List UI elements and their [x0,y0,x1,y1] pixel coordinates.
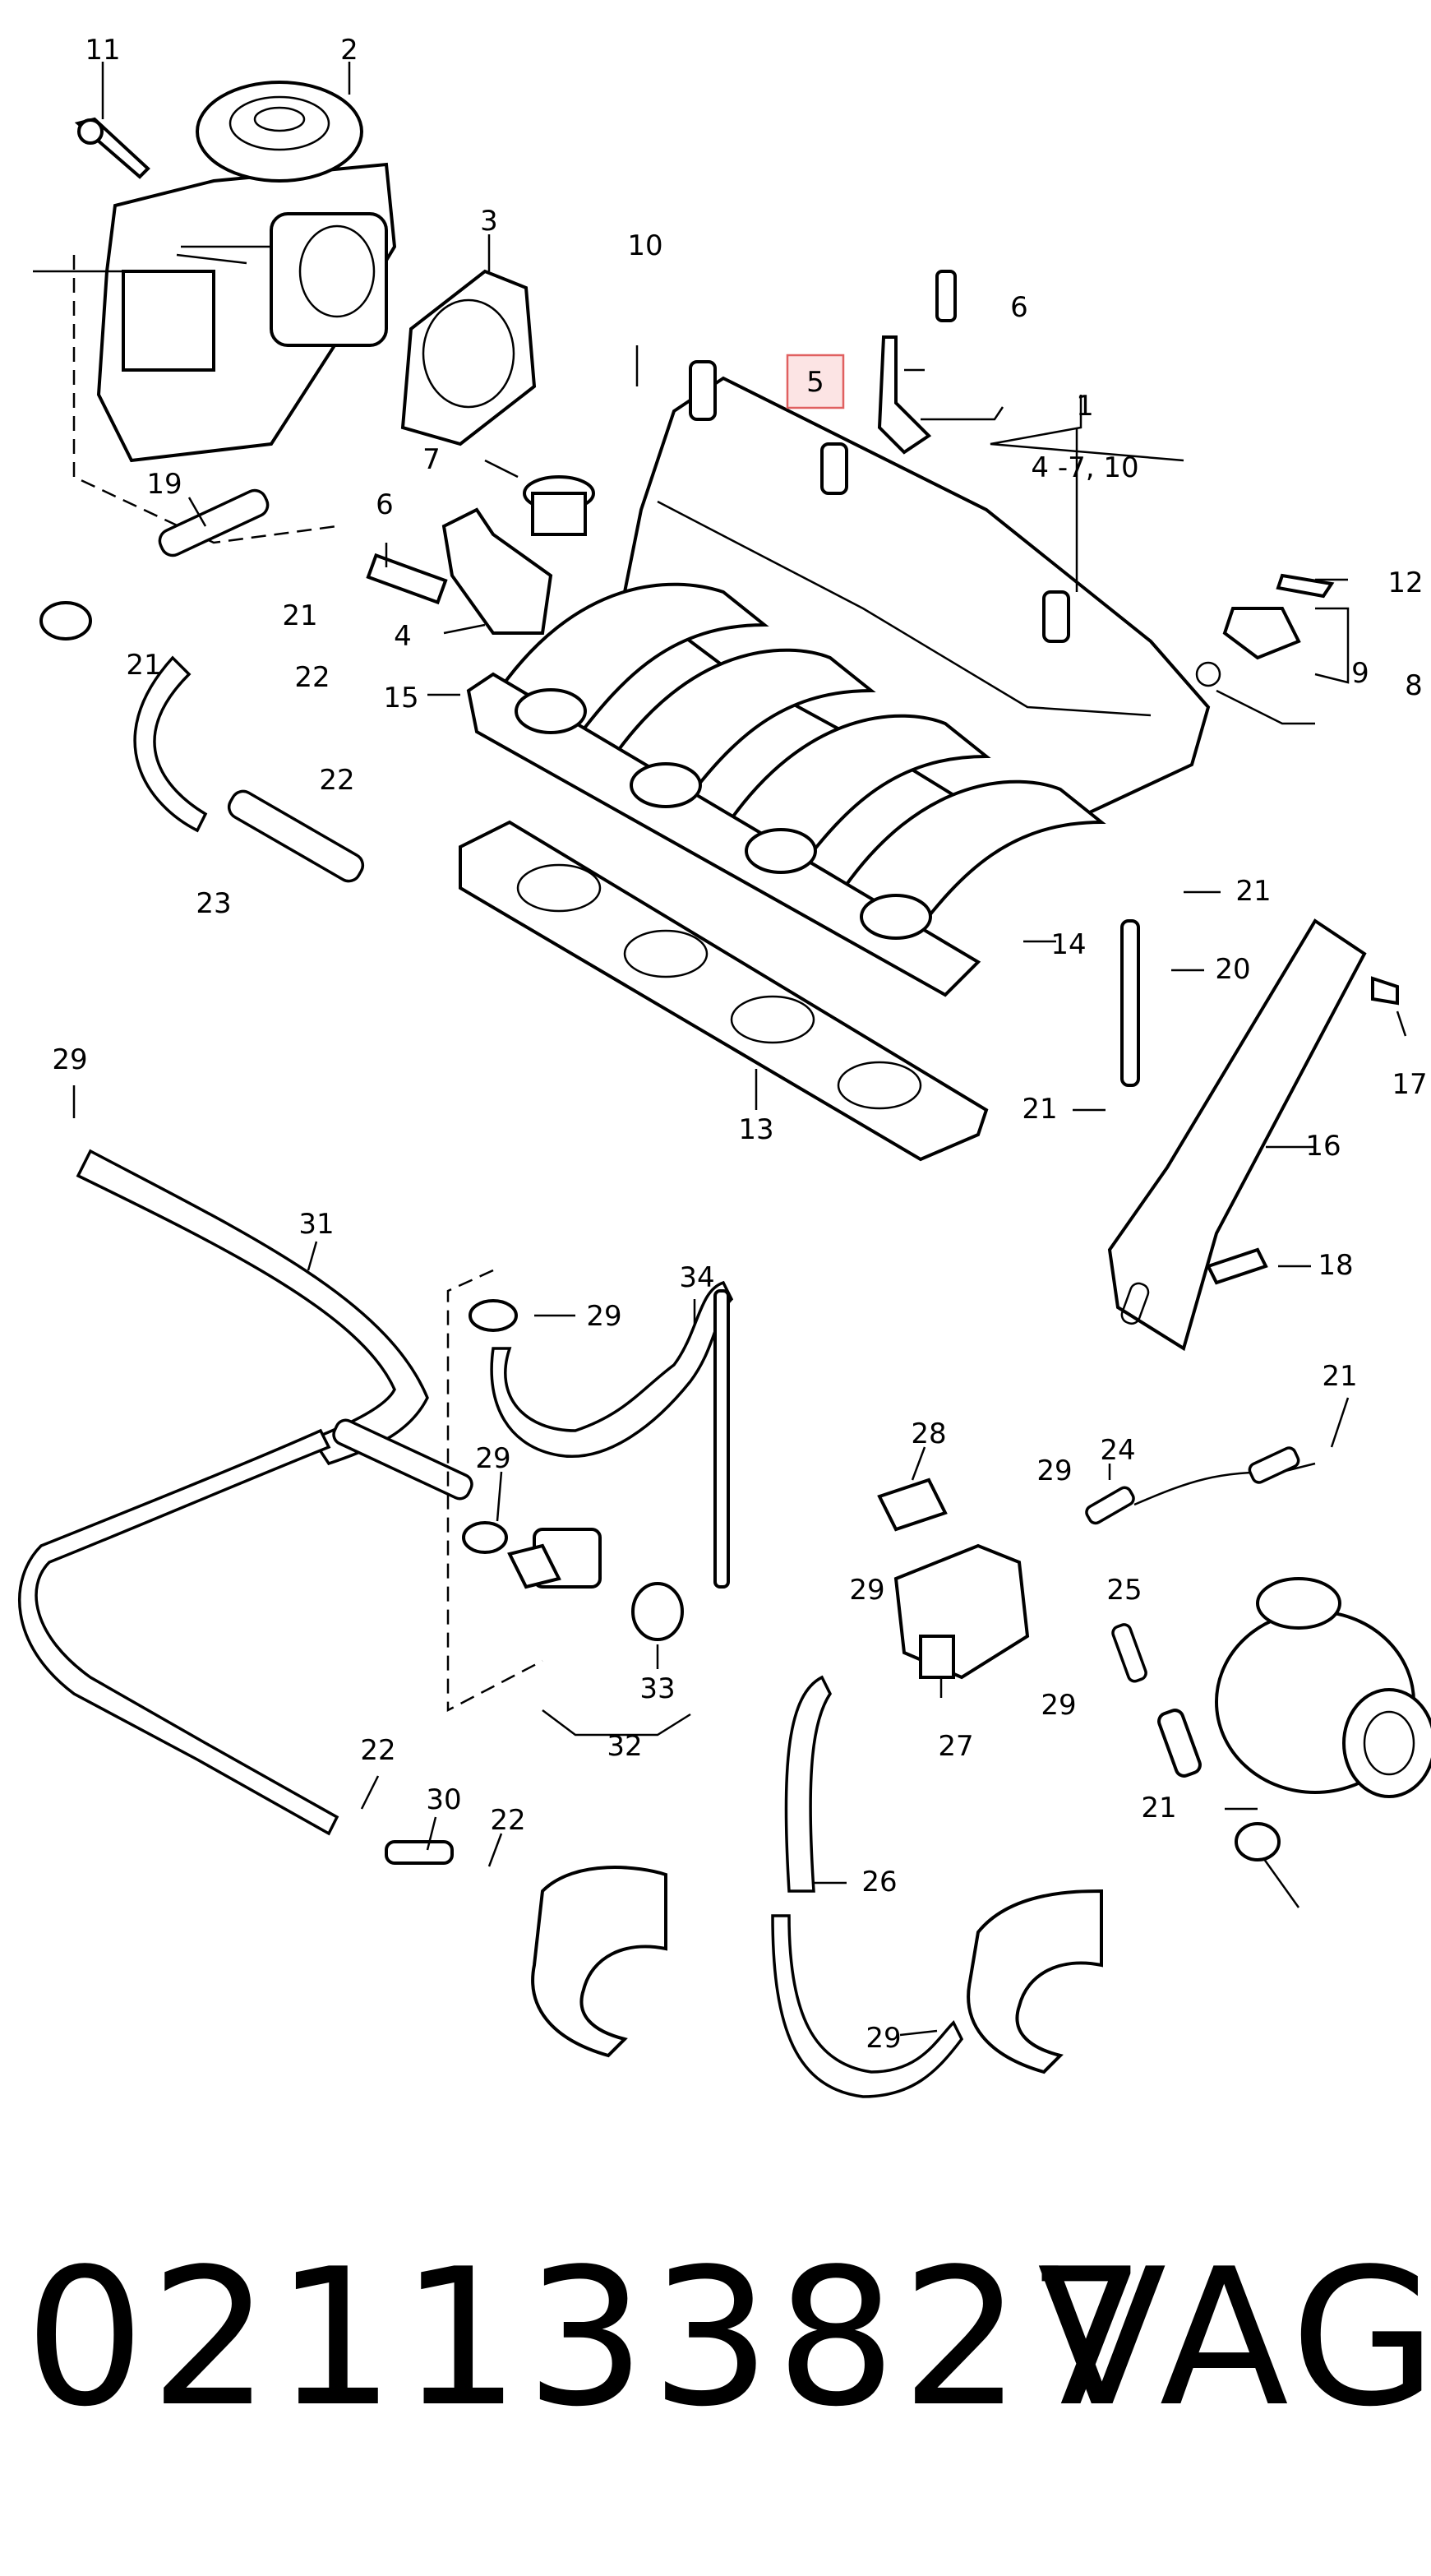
callout-2: 2 [340,34,358,67]
callout-8: 8 [1405,669,1423,702]
elbow-pipe-right [967,1889,1103,2074]
callout-21-e: 21 [1322,1360,1357,1393]
turbocharger [1215,1577,1431,1798]
callout-24: 24 [1100,1434,1135,1467]
callout-5-highlighted[interactable]: 5 [786,354,845,409]
elbow-pipe-left [531,1866,667,2058]
callout-29-d: 29 [1036,1454,1072,1487]
callout-23: 23 [196,887,231,920]
callout-29-c: 29 [475,1442,510,1475]
callout-6-left: 6 [376,488,394,521]
callout-22-d: 22 [490,1804,525,1837]
callout-15: 15 [383,682,418,715]
callout-5: 5 [806,366,824,399]
screw-11 [74,117,150,179]
callout-9: 9 [1351,657,1369,690]
callout-18: 18 [1318,1249,1353,1282]
gasket-3 [400,269,537,446]
intake-manifold [466,360,1211,997]
callout-29-b: 29 [586,1300,621,1333]
cap-7 [523,475,595,536]
callout-27: 27 [938,1730,973,1763]
callout-13: 13 [738,1113,773,1146]
callout-21-d: 21 [1022,1093,1057,1126]
leader-lines [72,62,1407,2037]
callout-22-a: 22 [294,661,330,694]
callout-16: 16 [1305,1130,1341,1163]
callout-1-subrange: 4 -7, 10 [1031,451,1138,484]
callout-26: 26 [861,1866,897,1898]
callout-4: 4 [394,620,412,653]
callout-6-top: 6 [1010,291,1028,324]
callout-29-g: 29 [866,2022,901,2055]
screw-6 [366,553,448,605]
exploded-parts-diagram: 11 2 3 10 6 5 1 4 -7, 10 19 7 6 21 21 4 … [18,34,1431,2098]
callout-28: 28 [911,1417,946,1450]
callout-7: 7 [422,443,441,476]
bracket-16 [1107,918,1367,1352]
callout-12: 12 [1387,567,1423,599]
callout-21-c: 21 [1235,875,1271,908]
solenoid-valve-27 [893,1543,1030,1680]
callout-21-f: 21 [1141,1792,1176,1824]
valve-32 [507,1528,602,1589]
callout-14: 14 [1050,928,1086,961]
callout-29-f: 29 [1041,1689,1076,1722]
callout-33: 33 [639,1672,675,1705]
callout-21-b: 21 [126,649,161,682]
callout-22-b: 22 [319,764,354,797]
callout-21-a: 21 [282,599,317,632]
part-number: 021133827 [25,2229,1152,2449]
callout-34: 34 [679,1261,714,1294]
throttle-body [96,81,397,463]
brand-name: VAG [1037,2229,1431,2449]
callout-29-e: 29 [849,1574,884,1607]
sensor-8 [1195,607,1301,687]
callout-17: 17 [1392,1068,1427,1101]
callout-10: 10 [627,229,662,262]
callout-3: 3 [480,205,498,238]
bracket-4 [441,507,553,635]
callout-32: 32 [607,1730,642,1763]
callout-31: 31 [298,1208,334,1241]
callout-25: 25 [1106,1574,1142,1607]
callout-30: 30 [426,1783,461,1816]
callout-22-c: 22 [360,1734,395,1767]
gasket-13 [459,820,989,1162]
callout-1: 1 [1076,390,1094,423]
callout-29-a: 29 [52,1043,87,1076]
callout-11: 11 [85,34,120,67]
callout-19: 19 [146,468,182,501]
callout-20: 20 [1215,953,1250,986]
